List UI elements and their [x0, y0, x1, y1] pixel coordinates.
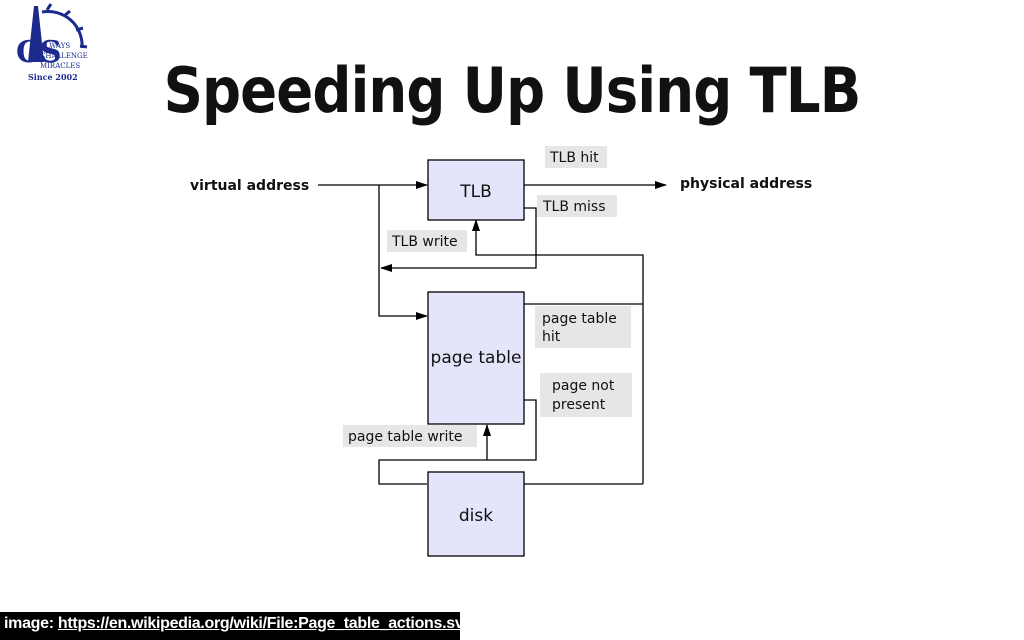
page-not-present-label-bg — [540, 373, 632, 417]
tlb-miss-label-bg — [537, 195, 617, 217]
tlb-write-label-bg — [387, 230, 467, 252]
logo-line-3: MIRACLES — [40, 62, 80, 70]
physical-address-label: physical address — [680, 176, 812, 192]
tlb-label: TLB — [459, 182, 492, 202]
page-table-hit-label-line-1: page table — [542, 311, 617, 327]
tlb-miss-label: TLB miss — [542, 199, 606, 215]
logo-monogram: CS — [16, 35, 62, 70]
logo-line-4: Since 2002 — [28, 72, 78, 82]
gear-icon — [41, 3, 88, 49]
page-table-label: page table — [431, 348, 522, 368]
page-not-present-label-line-2: present — [552, 397, 606, 413]
tlb-box — [427, 159, 525, 221]
disk-box — [427, 471, 525, 557]
logo-line-2: CHALLENGE — [40, 52, 88, 60]
arrow-virtual-to-page-table — [378, 185, 428, 320]
line-page-not-present — [378, 399, 537, 485]
image-credit-link[interactable]: https://en.wikipedia.org/wiki/File:Page_… — [57, 615, 473, 632]
page-table-hit-label-bg — [535, 306, 631, 348]
image-credit-bar: image: https://en.wikipedia.org/wiki/Fil… — [0, 612, 473, 640]
virtual-address-label: virtual address — [190, 178, 309, 194]
page-table-write-label: page table write — [348, 429, 463, 445]
page-not-present-label-line-1: page not — [552, 378, 615, 394]
tlb-hit-label-bg — [545, 146, 607, 168]
tower-icon — [28, 6, 44, 62]
page-table-hit-label-line-2: hit — [542, 329, 561, 345]
arrow-tlb-write — [472, 219, 644, 484]
disk-label: disk — [459, 506, 493, 526]
page-table-write-label-bg — [343, 425, 477, 447]
page-table-box — [427, 291, 525, 425]
tlb-write-label: TLB write — [391, 234, 458, 250]
tlb-hit-label: TLB hit — [549, 150, 599, 166]
logo: CS ALWAYS CHALLENGE MIRACLES Since 2002 — [16, 3, 88, 82]
arrow-tlb-miss — [380, 207, 537, 272]
slide-title: Speeding Up Using TLB — [163, 54, 862, 127]
image-credit-prefix: image: — [4, 615, 58, 632]
logo-line-1: ALWAYS — [39, 42, 70, 50]
